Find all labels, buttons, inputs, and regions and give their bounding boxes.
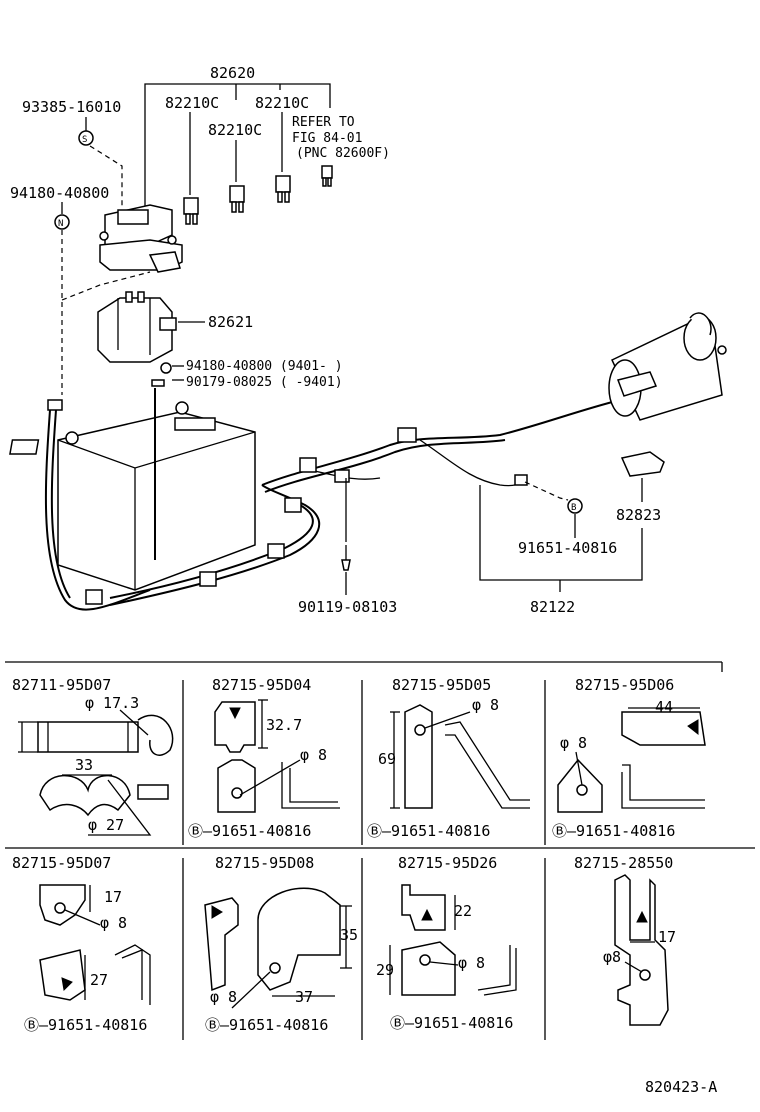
svg-text:N: N: [58, 219, 63, 229]
label-82823: 82823: [616, 506, 661, 524]
label-pnc: (PNC 82600F): [296, 146, 390, 161]
fuse-icon: [183, 165, 333, 225]
panel-note: Ⓑ—91651-40816: [205, 1016, 328, 1034]
svg-text:32.7: 32.7: [266, 716, 302, 734]
label-82210c-a: 82210C: [165, 94, 219, 112]
label-90119-08103: 90119-08103: [298, 598, 397, 616]
svg-text:27: 27: [90, 971, 108, 989]
label-94180-40800-a: 94180-40800: [10, 184, 109, 202]
panel-title: 82715-95D06: [575, 676, 674, 694]
symbol-b-icon: [567, 498, 583, 514]
panel-82715-95d08: 82715-95D08 35 φ 8 37 Ⓑ—91651-40816: [204, 854, 358, 1034]
battery: [9, 401, 256, 591]
brackets-table: [5, 661, 755, 1040]
label-82210c-c: 82210C: [208, 121, 262, 139]
panel-title: 82715-95D26: [398, 854, 497, 872]
panel-82715-95d04: 82715-95D04 32.7 φ 8 Ⓑ—91651-40816: [188, 676, 340, 840]
nut-icon: [160, 362, 172, 374]
svg-text:29: 29: [376, 961, 394, 979]
svg-text:S: S: [82, 135, 87, 145]
panel-82715-95d05: 82715-95D05 φ 8 69 Ⓑ—91651-40816: [367, 676, 530, 840]
panel-82715-28550: 82715-28550 17 φ8: [574, 854, 676, 1026]
panel-note: Ⓑ—91651-40816: [390, 1014, 513, 1032]
panel-title: 82715-28550: [574, 854, 673, 872]
svg-text:B: B: [571, 503, 576, 513]
panel-note: Ⓑ—91651-40816: [367, 822, 490, 840]
label-91651-40816: 91651-40816: [518, 539, 617, 557]
svg-text:17: 17: [104, 888, 122, 906]
svg-text:33: 33: [75, 756, 93, 774]
fusible-link-block: [99, 204, 183, 273]
starter-motor: [608, 312, 727, 421]
label-93385-16010: 93385-16010: [22, 98, 121, 116]
diagram-code: 820423-A: [645, 1078, 717, 1096]
panel-title: 82711-95D07: [12, 676, 111, 694]
panel-title: 82715-95D04: [212, 676, 311, 694]
panel-title: 82715-95D05: [392, 676, 491, 694]
label-90179-08025: 90179-08025 ( -9401): [186, 375, 343, 390]
svg-text:φ 8: φ 8: [210, 988, 237, 1006]
label-82210c-b: 82210C: [255, 94, 309, 112]
svg-text:35: 35: [340, 926, 358, 944]
label-82620-group: 82620: [144, 64, 331, 210]
panel-82711-95d07: 82711-95D07 φ 17.3 33 φ 27: [12, 676, 174, 836]
svg-text:φ 8: φ 8: [560, 734, 587, 752]
svg-text:22: 22: [454, 902, 472, 920]
label-fig: FIG 84-01: [292, 131, 362, 146]
label-82122: 82122: [530, 598, 575, 616]
svg-text:φ 8: φ 8: [458, 954, 485, 972]
svg-text:φ 17.3: φ 17.3: [85, 694, 139, 712]
symbol-n-icon: [54, 214, 70, 230]
label-refer-to: REFER TO: [292, 115, 355, 130]
svg-text:φ 8: φ 8: [100, 914, 127, 932]
svg-text:φ 8: φ 8: [472, 696, 499, 714]
svg-text:69: 69: [378, 750, 396, 768]
label-94180-40800-b: 94180-40800 (9401- ): [186, 359, 343, 374]
connector-82823-icon: [620, 451, 665, 477]
panel-82715-95d26: 82715-95D26 22 29 φ 8 Ⓑ—91651-40816: [376, 854, 517, 1032]
relay-block-cover: [97, 291, 177, 363]
panel-note: Ⓑ—91651-40816: [552, 822, 675, 840]
panel-note: Ⓑ—91651-40816: [24, 1016, 147, 1034]
svg-text:17: 17: [658, 928, 676, 946]
svg-text:φ 27: φ 27: [88, 816, 124, 834]
svg-text:37: 37: [295, 988, 313, 1006]
panel-title: 82715-95D08: [215, 854, 314, 872]
label-82621: 82621: [208, 313, 253, 331]
panel-82715-95d06: 82715-95D06 44 φ 8 Ⓑ—91651-40816: [552, 676, 706, 840]
label-82620: 82620: [210, 64, 255, 82]
panel-note: Ⓑ—91651-40816: [188, 822, 311, 840]
panel-82715-95d07: 82715-95D07 17 φ 8 27 Ⓑ—91651-40816: [12, 854, 151, 1034]
panel-title: 82715-95D07: [12, 854, 111, 872]
svg-text:φ 8: φ 8: [300, 746, 327, 764]
svg-text:φ8: φ8: [603, 948, 621, 966]
